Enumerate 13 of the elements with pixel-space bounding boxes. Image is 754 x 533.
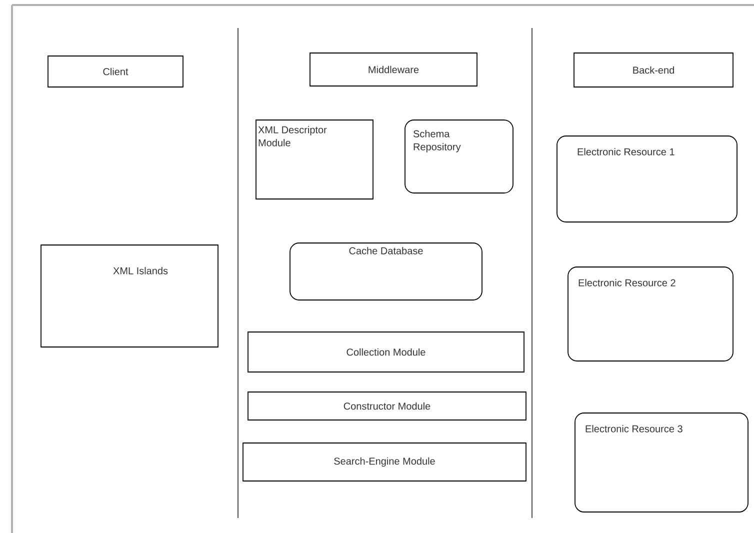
component-box: Cache Database [290,242,482,300]
resource-box: Electronic Resource 3 [574,412,748,512]
tier-heading-box: Back-end [574,52,734,88]
component-box: XML Islands [40,244,218,348]
component-box: Collection Module [248,332,524,372]
resource-box: Electronic Resource 1 [556,136,738,222]
component-box: Constructor Module [248,392,526,420]
component-box: Schema Repository [404,120,514,194]
tier-heading-box: Client [48,56,184,88]
tier-heading-box: Middleware [310,52,478,86]
component-box: Search-Engine Module [242,442,526,482]
component-box: XML Descriptor Module [256,120,374,200]
resource-box: Electronic Resource 2 [568,266,734,362]
